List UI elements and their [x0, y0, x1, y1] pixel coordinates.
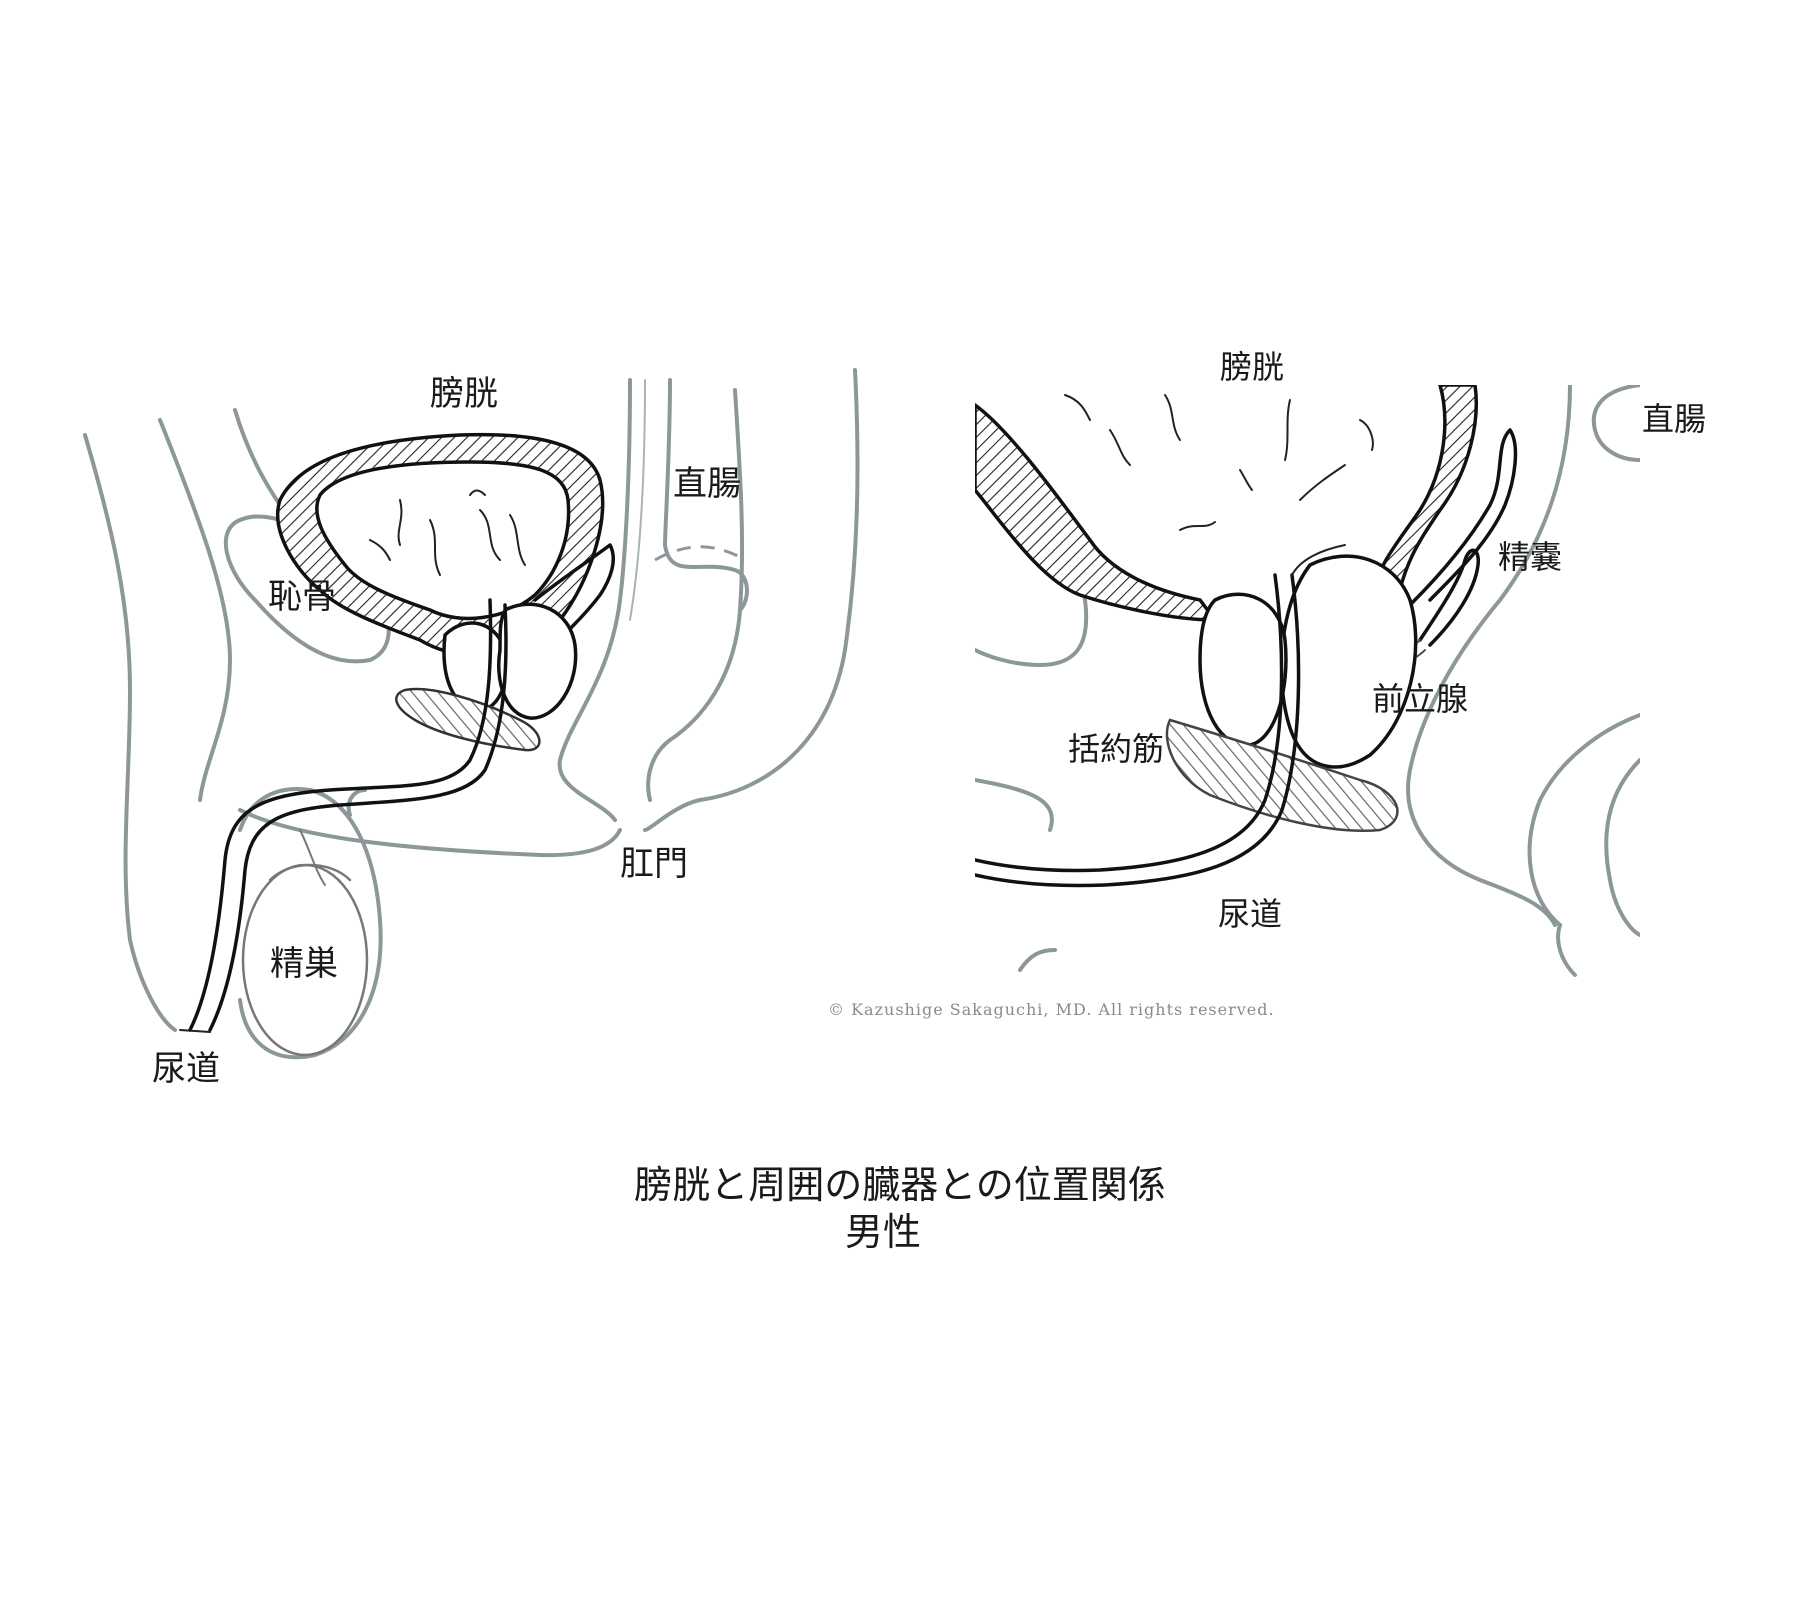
copyright-notice: © Kazushige Sakaguchi, MD. All rights re…	[828, 1000, 1275, 1019]
label-testis-left: 精巣	[270, 944, 338, 984]
caption-line-1: 膀胱と周囲の臓器との位置関係	[634, 1163, 1166, 1207]
sphincter	[395, 687, 541, 752]
label-seminal-vesicle-right: 精嚢	[1498, 538, 1562, 576]
label-pubis-left: 恥骨	[268, 577, 336, 617]
label-sphincter-right: 括約筋	[1068, 730, 1164, 768]
label-prostate-right: 前立腺	[1372, 680, 1468, 718]
label-bladder-right: 膀胱	[1220, 348, 1284, 386]
label-urethra-right: 尿道	[1218, 895, 1282, 933]
label-urethra-left: 尿道	[152, 1049, 220, 1089]
left-sagittal-diagram	[83, 368, 860, 1060]
sphincter-detail	[1165, 718, 1399, 832]
label-rectum-right: 直腸	[1642, 400, 1706, 438]
caption-line-2: 男性	[845, 1210, 921, 1254]
urethra	[188, 598, 493, 1032]
label-rectum-left: 直腸	[673, 464, 741, 504]
right-detail-diagram	[975, 385, 1640, 977]
label-bladder-left: 膀胱	[430, 374, 498, 414]
prostate-detail	[1279, 554, 1418, 769]
label-anus-left: 肛門	[620, 844, 688, 884]
